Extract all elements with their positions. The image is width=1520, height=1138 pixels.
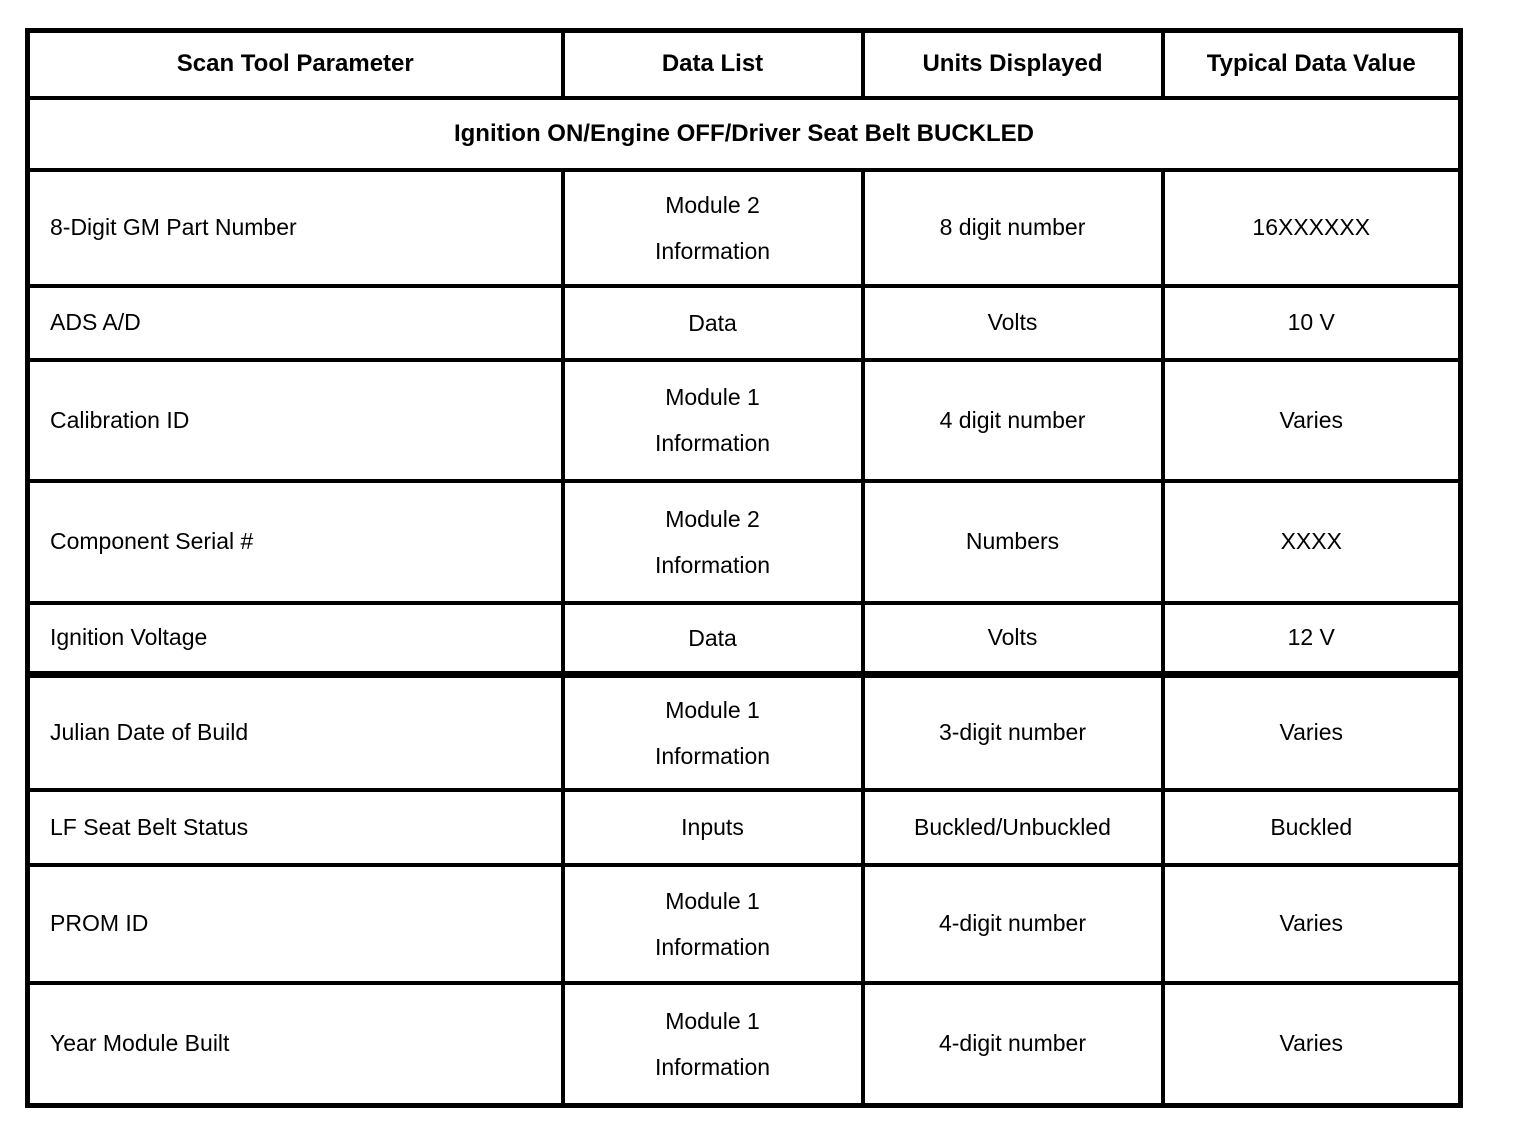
- cell-parameter: Component Serial #: [25, 478, 565, 605]
- cell-data-list: Module 2 Information: [560, 478, 865, 605]
- cell-data-list: Module 1 Information: [560, 862, 865, 985]
- data-list-line: Information: [654, 551, 771, 578]
- cell-data-list: Module 2 Information: [560, 167, 865, 288]
- cell-units: 4 digit number: [860, 357, 1165, 483]
- cell-units: Volts: [860, 600, 1165, 677]
- cell-data-list: Module 1 Information: [560, 980, 865, 1108]
- table-row: 8-Digit GM Part Number Module 2 Informat…: [25, 167, 1463, 288]
- cell-data-list: Inputs: [560, 787, 865, 867]
- cell-units: Volts: [860, 283, 1165, 362]
- data-list-line: Information: [654, 933, 771, 960]
- cell-units: Buckled/Unbuckled: [860, 787, 1165, 867]
- col-header-scan-tool-parameter: Scan Tool Parameter: [25, 28, 565, 100]
- cell-data-list: Data: [560, 600, 865, 677]
- table-row: ADS A/D Data Volts 10 V: [25, 283, 1463, 362]
- table-row: LF Seat Belt Status Inputs Buckled/Unbuc…: [25, 787, 1463, 867]
- cell-value: Varies: [1160, 671, 1463, 792]
- data-list-line: Module 2: [665, 505, 760, 532]
- cell-data-list: Module 1 Information: [560, 671, 865, 792]
- data-list-line: Module 1: [665, 1007, 760, 1034]
- col-header-typical-data-value: Typical Data Value: [1160, 28, 1463, 100]
- data-list-line: Data: [688, 309, 737, 336]
- data-list-line: Information: [654, 237, 771, 264]
- table-row: Component Serial # Module 2 Information …: [25, 478, 1463, 605]
- data-list-line: Inputs: [681, 814, 744, 840]
- data-list-line: Data: [688, 624, 737, 651]
- cell-units: 4-digit number: [860, 980, 1165, 1108]
- data-list-line: Information: [654, 742, 771, 769]
- data-list-line: Information: [654, 430, 771, 456]
- cell-parameter: LF Seat Belt Status: [25, 787, 565, 867]
- data-list-line: Information: [654, 1053, 771, 1080]
- cell-value: 12 V: [1160, 600, 1463, 677]
- scan-tool-parameter-table: Scan Tool Parameter Data List Units Disp…: [25, 28, 1463, 1108]
- cell-data-list: Module 1 Information: [560, 357, 865, 483]
- section-title-row: Ignition ON/Engine OFF/Driver Seat Belt …: [25, 95, 1463, 172]
- data-list-line: Module 2: [665, 191, 760, 218]
- cell-value: 16XXXXXX: [1160, 167, 1463, 288]
- cell-value: Varies: [1160, 357, 1463, 483]
- cell-units: Numbers: [860, 478, 1165, 605]
- cell-data-list: Data: [560, 283, 865, 362]
- data-list-line: Module 1: [665, 887, 760, 914]
- table-row: Year Module Built Module 1 Information 4…: [25, 980, 1463, 1108]
- table-row: Ignition Voltage Data Volts 12 V: [25, 600, 1463, 677]
- col-header-units-displayed: Units Displayed: [860, 28, 1165, 100]
- table-row: Julian Date of Build Module 1 Informatio…: [25, 671, 1463, 792]
- cell-value: Buckled: [1160, 787, 1463, 867]
- cell-value: XXXX: [1160, 478, 1463, 605]
- table-header-row: Scan Tool Parameter Data List Units Disp…: [25, 28, 1463, 100]
- cell-parameter: ADS A/D: [25, 283, 565, 362]
- data-list-line: Module 1: [665, 384, 760, 410]
- cell-units: 3-digit number: [860, 671, 1165, 792]
- cell-parameter: Ignition Voltage: [25, 600, 565, 677]
- cell-units: 8 digit number: [860, 167, 1165, 288]
- cell-parameter: Julian Date of Build: [25, 671, 565, 792]
- cell-units: 4-digit number: [860, 862, 1165, 985]
- section-title: Ignition ON/Engine OFF/Driver Seat Belt …: [25, 95, 1463, 172]
- cell-value: Varies: [1160, 862, 1463, 985]
- cell-parameter: Year Module Built: [25, 980, 565, 1108]
- data-list-line: Module 1: [665, 696, 760, 723]
- table-row: Calibration ID Module 1 Information 4 di…: [25, 357, 1463, 483]
- cell-parameter: Calibration ID: [25, 357, 565, 483]
- cell-value: 10 V: [1160, 283, 1463, 362]
- cell-parameter: PROM ID: [25, 862, 565, 985]
- table-row: PROM ID Module 1 Information 4-digit num…: [25, 862, 1463, 985]
- cell-value: Varies: [1160, 980, 1463, 1108]
- col-header-data-list: Data List: [560, 28, 865, 100]
- cell-parameter: 8-Digit GM Part Number: [25, 167, 565, 288]
